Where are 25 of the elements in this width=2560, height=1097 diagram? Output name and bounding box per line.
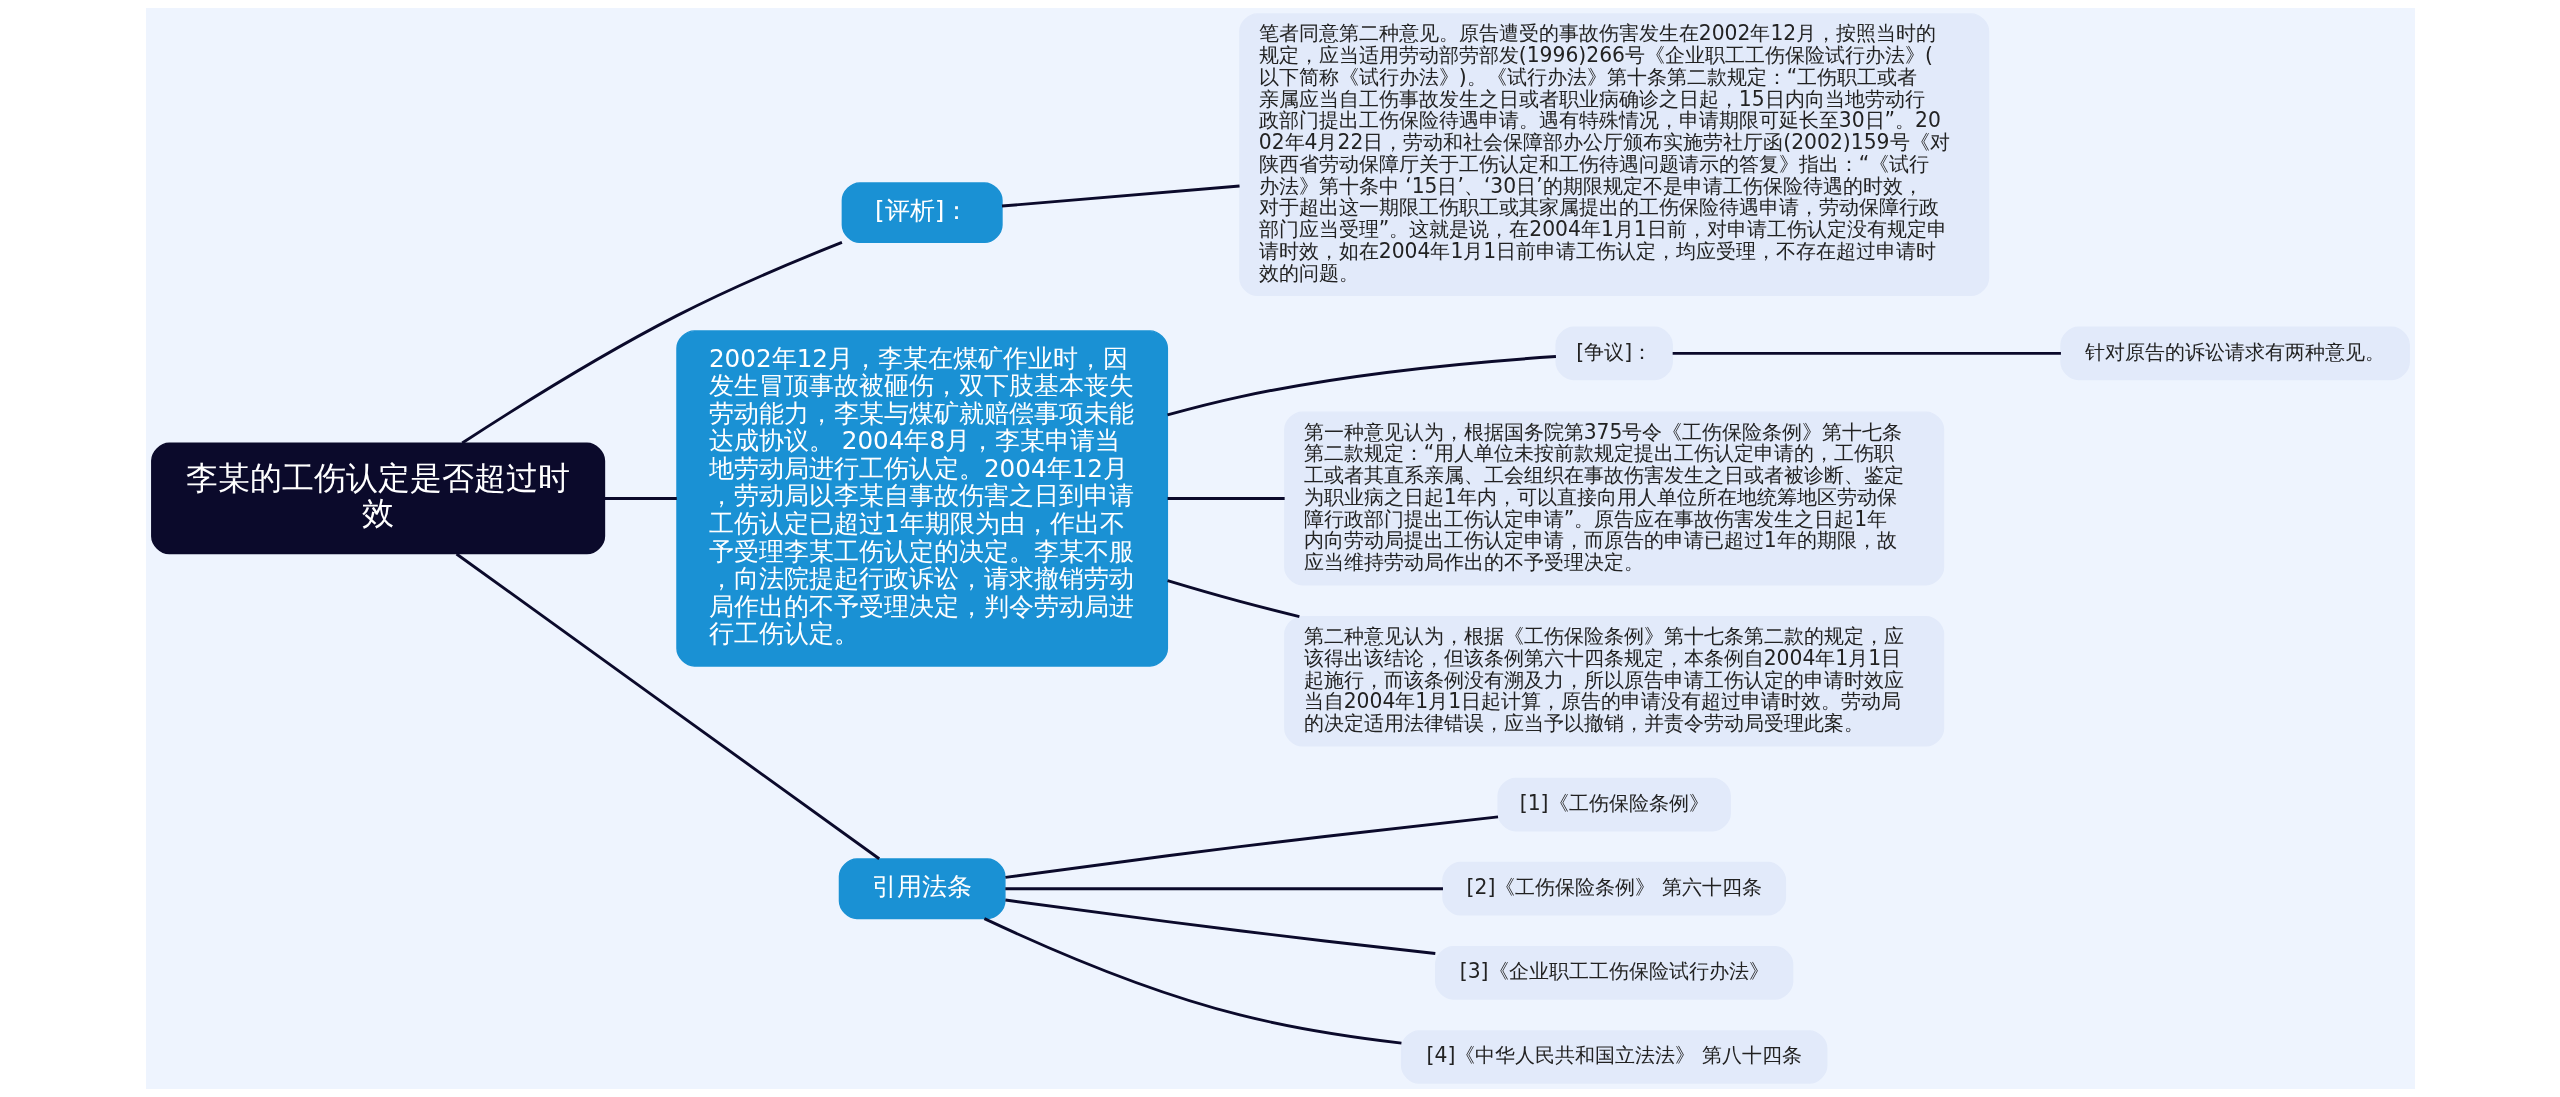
node-box: 李某的工伤认定是否超过时效 bbox=[150, 442, 605, 555]
node-box: 笔者同意第二种意见。原告遭受的事故伤害发生在2002年12月，按照当时的规定，应当适用劳动部劳部发(1996)266号《企业职工工伤保险试行办法》(以下简称《试行办法》)。《试行办法》第十条第二款规定：“工伤职工或者亲属应当自工伤事故发生之日或者职业病确诊之日起，15日内向当地劳动行政部门提出工伤保险待遇申请。遇有特殊情况，申请期限可延长至30日”。2002年4月22日，劳动和社会保障部办公厅颁布实施劳社厅函(2002)159号《对陕西省劳动保障厅关于工伤认定和工伤待遇问题请示的答复》指出：“《试行办法》第十条中 ‘15日’、‘30日’的期限规定不是申请工伤保险待遇的时效，对于超出这一期限工伤职工或其家属提出的工伤保险待遇申请，劳动保障行政部门应当受理”。这就是说，在2004年1月1日前，对申请工伤认定没有规定申请时效，如在2004年1月1日前申请工伤认定，均应受理，不存在超过申请时效的问题。 bbox=[1238, 13, 1989, 297]
node-box: [1]《工伤保险条例》 bbox=[1496, 777, 1731, 832]
node-box: 第一种意见认为，根据国务院第375号令《工伤保险条例》第十七条第二款规定：“用人单位未按前款规定提出工伤认定申请的，工伤职工或者其直系亲属、工会组织在事故伤害发生之日或者被诊断、鉴定为职业病之日起1年内，可以直接向用人单位所在地统筹地区劳动保障行政部门提出工伤认定申请”。原告应在事故伤害发生之日起1年内向劳动局提出工伤认定申请，而原告的申请已超过1年的期限，故应当维持劳动局作出的不予受理决定。 bbox=[1283, 411, 1944, 586]
connector bbox=[1004, 815, 1498, 879]
connector bbox=[1001, 184, 1240, 208]
node-box: 第二种意见认为，根据《工伤保险条例》第十七条第二款的规定，应该得出该结论，但该条例第六十四条规定，本条例自2004年1月1日起施行，而该条例没有溯及力，所以原告申请工伤认定的申请时效应当自2004年1月1日起计算，原告的申请没有超过申请时效。劳动局的决定适用法律错误，应当予以撤销，并责令劳动局受理此案。 bbox=[1283, 615, 1944, 747]
node-box: 2002年12月，李某在煤矿作业时，因发生冒顶事故被砸伤，双下肢基本丧失劳动能力，李某与煤矿就赔偿事项未能达成协议。 2004年8月，李某申请当地劳动局进行工伤认定。2004年12月，劳动局以李某自事故伤害之日到申请工伤认定已超过1年期限为由，作出不予受理李某工伤认定的决定。李某不服，向法院提起行政诉讼，请求撤销劳动局作出的不予受理决定，判令劳动局进行工伤认定。 bbox=[675, 330, 1168, 667]
connector bbox=[455, 552, 880, 860]
connector bbox=[1166, 579, 1300, 619]
connector bbox=[1167, 497, 1285, 500]
node-box: [评析]： bbox=[841, 182, 1003, 244]
node-box: [3]《企业职工工伤保险试行办法》 bbox=[1434, 946, 1793, 1000]
node-box: [争议]： bbox=[1554, 326, 1673, 381]
connector bbox=[460, 241, 842, 445]
connector bbox=[1166, 355, 1556, 417]
node-box: 针对原告的诉讼请求有两种意见。 bbox=[2059, 326, 2410, 381]
connector bbox=[604, 497, 677, 500]
connector bbox=[1004, 887, 1443, 891]
connector bbox=[983, 917, 1402, 1045]
node-box: 引用法条 bbox=[838, 858, 1006, 920]
connector bbox=[1004, 898, 1435, 955]
node-box: [2]《工伤保险条例》 第六十四条 bbox=[1441, 861, 1786, 916]
connector bbox=[1672, 351, 2061, 355]
node-box: [4]《中华人民共和国立法法》 第八十四条 bbox=[1400, 1030, 1827, 1084]
